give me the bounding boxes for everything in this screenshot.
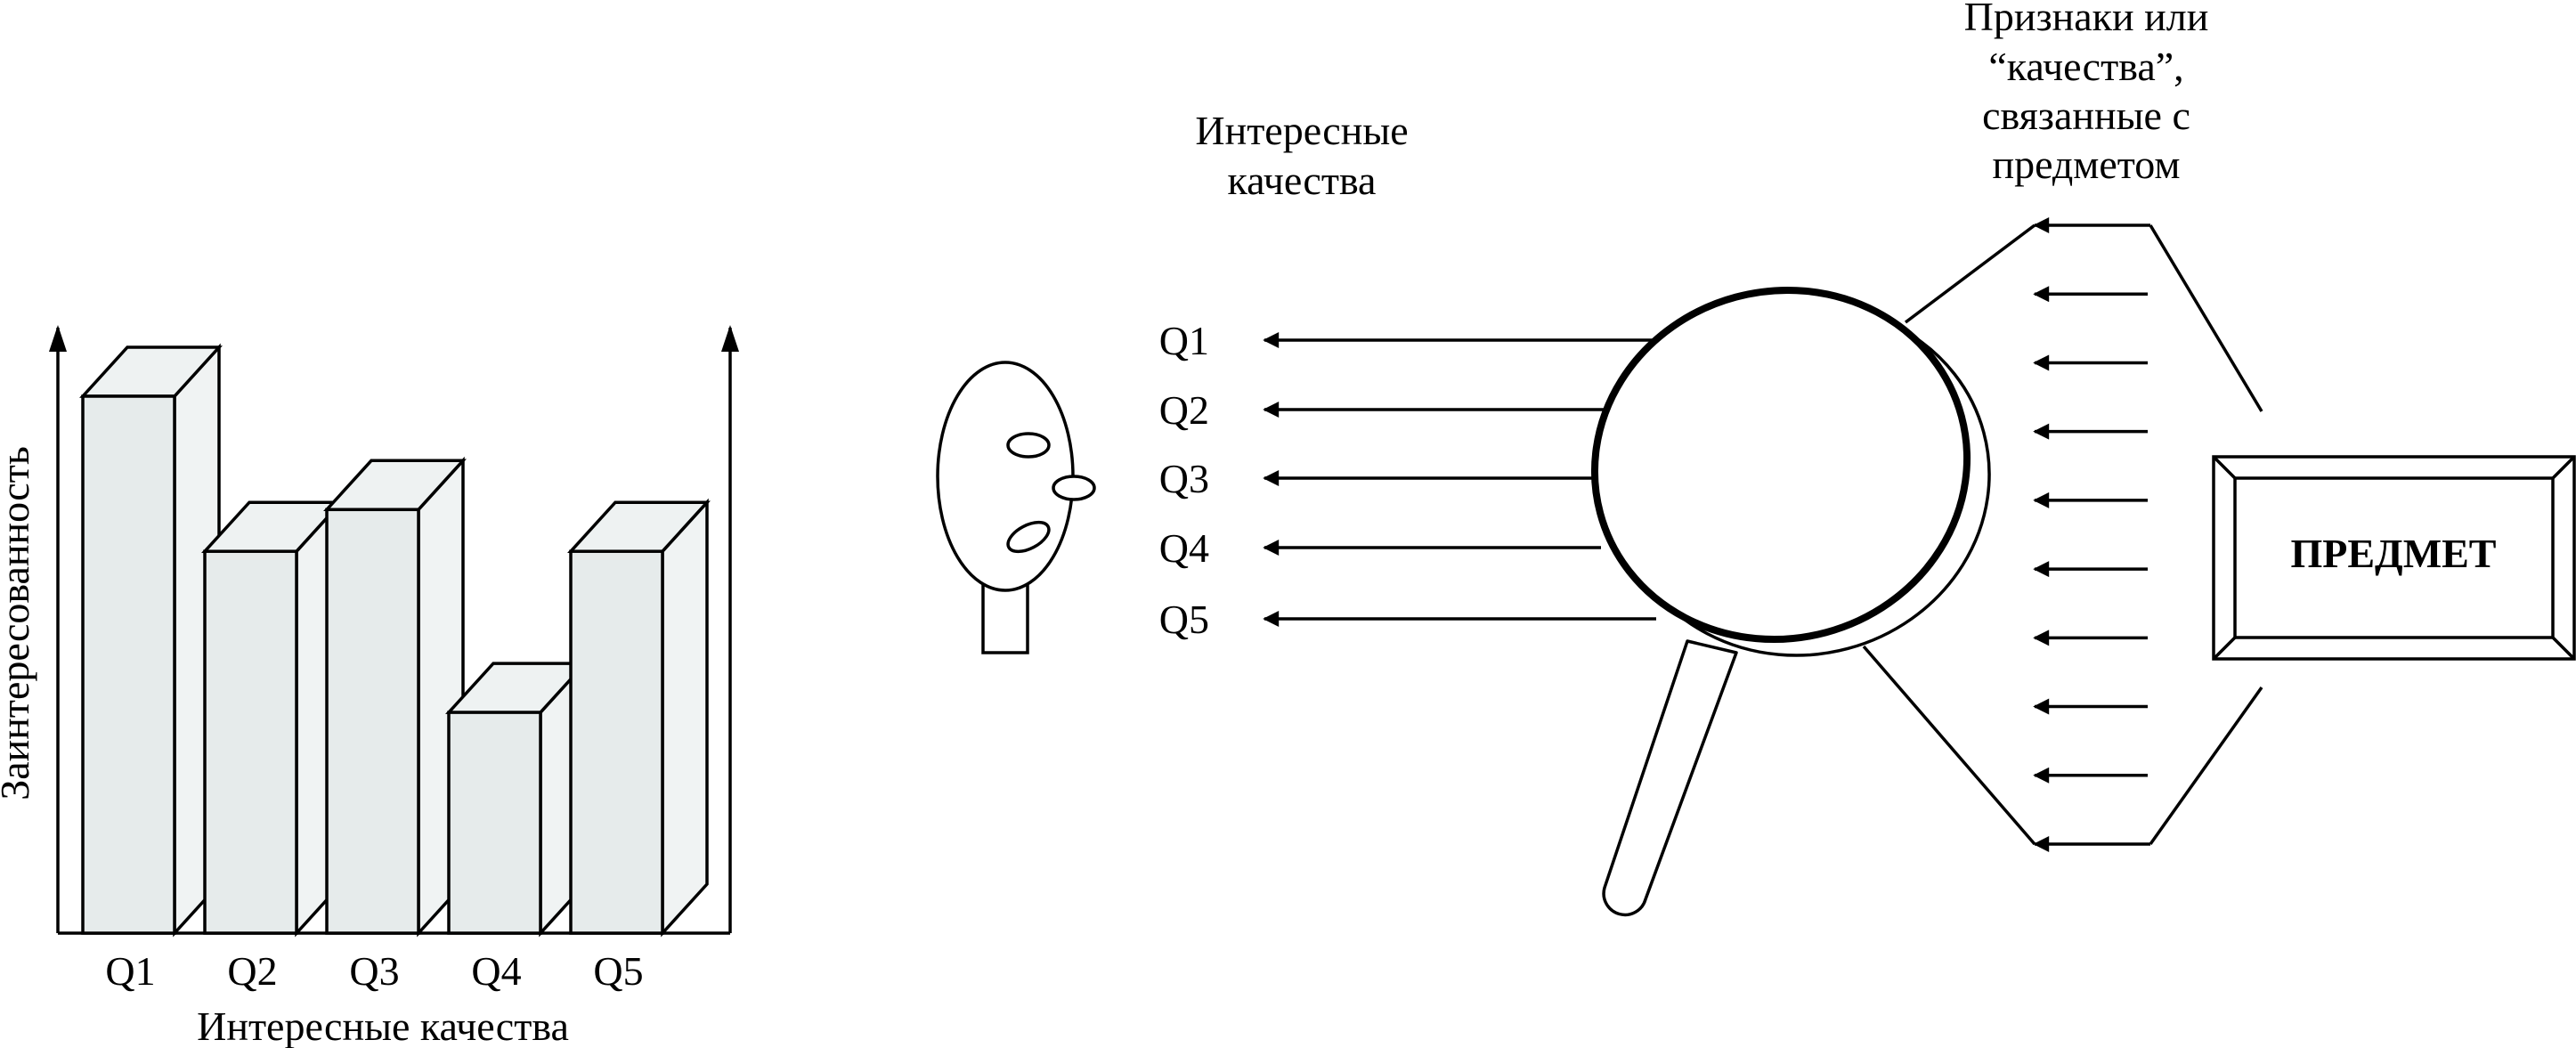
magnifier-handle [1602, 639, 1738, 917]
x-tick-label: Q3 [349, 948, 399, 994]
qualities-title-line2: качества [1228, 158, 1377, 203]
features-title-line3: связанные с [1982, 93, 2190, 138]
head-eye [1006, 432, 1051, 459]
bar-front [203, 549, 298, 935]
y-axis-left-arrowhead [49, 325, 67, 352]
quality-row-q5: Q5 [1159, 597, 1656, 642]
bar-front [447, 711, 542, 935]
bar-q2 [201, 498, 345, 938]
bar-chart: Q1 Q2 Q3 Q4 Q5 Интересные качества Заинтерес… [0, 325, 739, 1048]
object-frame-inner [2233, 476, 2555, 639]
magnifying-glass [1590, 286, 1991, 917]
feature-arrows [2033, 217, 2150, 852]
bar-front [569, 549, 664, 935]
quality-label: Q2 [1159, 387, 1209, 433]
bar-front [81, 394, 176, 935]
bevel-br [2551, 636, 2576, 661]
quality-label: Q1 [1159, 318, 1209, 363]
qualities-title-line1: Интересные [1195, 108, 1408, 153]
quality-row-q4: Q4 [1159, 525, 1601, 571]
x-tick-label: Q4 [471, 948, 521, 994]
bar-front [325, 508, 420, 935]
magnifier-lens [1590, 286, 1971, 644]
bar-q1 [79, 343, 223, 938]
features-title-line1: Признаки или [1964, 0, 2209, 39]
features-title-line2: “качества”, [1988, 44, 2183, 89]
x-tick-label: Q5 [593, 948, 643, 994]
x-tick-labels: Q1 Q2 Q3 Q4 Q5 [105, 948, 643, 994]
y-axis-label: Заинтересованность [0, 446, 37, 800]
x-axis-label: Интересные качества [197, 1003, 569, 1048]
bevel-bl [2212, 636, 2237, 661]
bevel-tl [2212, 455, 2237, 480]
observer-head [936, 361, 1096, 654]
x-tick-label: Q1 [105, 948, 155, 994]
object-label: ПРЕДМЕТ [2291, 531, 2497, 576]
bar-q4 [445, 659, 589, 938]
quality-label: Q4 [1159, 525, 1209, 571]
quality-label: Q5 [1159, 597, 1209, 642]
x-tick-label: Q2 [227, 948, 277, 994]
funnel-bottom-lens [1862, 645, 2036, 846]
head-neck [981, 581, 1029, 654]
quality-row-q2: Q2 [1159, 387, 1613, 433]
head-face [936, 361, 1075, 592]
funnel-top-object [2149, 224, 2263, 412]
quality-label: Q3 [1159, 456, 1209, 501]
head-nose [1052, 475, 1096, 501]
bars-group [79, 343, 711, 938]
quality-row-q1: Q1 [1159, 318, 1674, 363]
y-axis-right-arrowhead [721, 325, 739, 352]
bar-q3 [323, 456, 467, 938]
quality-row-q3: Q3 [1159, 456, 1592, 501]
funnel-bottom-object [2149, 686, 2263, 846]
head-mouth [1006, 520, 1051, 554]
bevel-tr [2551, 455, 2576, 480]
funnel-lines [1862, 223, 2263, 846]
features-title: Признаки или “качества”, связанные с пре… [1964, 0, 2209, 187]
bar-side [661, 498, 709, 938]
object-box: ПРЕДМЕТ [2212, 455, 2576, 661]
features-title-line4: предметом [1992, 142, 2180, 187]
bar-q5 [567, 498, 711, 938]
funnel-top-lens [1904, 223, 2036, 324]
